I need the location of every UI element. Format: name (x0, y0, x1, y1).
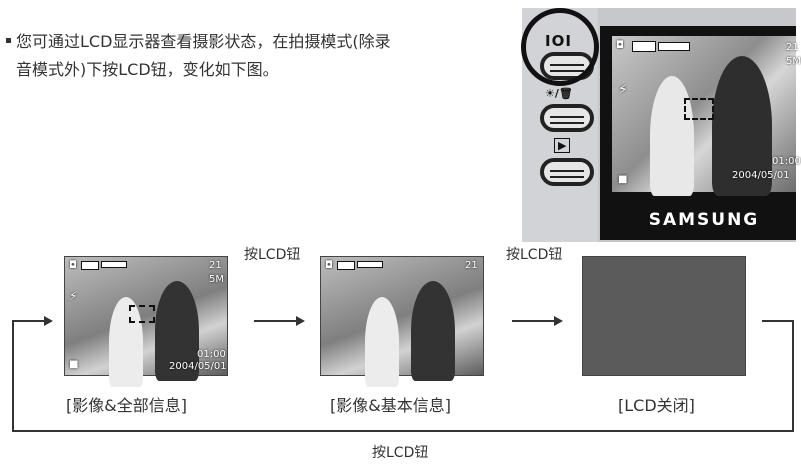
image-size: 5M (209, 274, 224, 285)
loop-line-bottom (12, 430, 794, 432)
image-size: 5M (786, 56, 801, 67)
camera-mode-icon: ◘ (616, 40, 624, 51)
flash-auto-icon: ⚡ (69, 289, 78, 303)
date-readout: 2004/05/01 (169, 361, 227, 372)
press-lcd-label-1: 按LCD钮 (244, 247, 301, 263)
bullet-marker (6, 38, 11, 43)
state-label-basic: [影像&基本信息] (330, 396, 451, 415)
state-label-off: [LCD关闭] (618, 396, 695, 415)
camera-mode-icon: ◘ (69, 260, 77, 271)
intro-line-1: 您可通过LCD显示器查看摄影状态，在拍摄模式(除录 (16, 32, 391, 51)
press-lcd-label-2: 按LCD钮 (506, 247, 563, 263)
bride-figure (650, 76, 694, 196)
arrow-line-1 (254, 320, 298, 322)
intro-text: 您可通过LCD显示器查看摄影状态，在拍摄模式(除录 音模式外)下按LCD钮，变化… (16, 28, 521, 84)
exposure-button[interactable] (540, 104, 594, 132)
arrowhead-2 (554, 316, 563, 326)
memory-bar-icon (101, 261, 127, 268)
loop-line-left-in (12, 320, 46, 322)
battery-icon (81, 261, 99, 270)
shot-count: 21 (465, 260, 478, 271)
play-button[interactable] (540, 158, 594, 186)
date-readout: 2004/05/01 (732, 170, 790, 181)
camera-mode-icon: ◘ (325, 260, 333, 271)
shooting-mode-icon: ■ (69, 359, 79, 370)
groom-figure (411, 281, 455, 381)
bride-figure (365, 297, 399, 387)
play-icon: ▶ (554, 138, 571, 153)
press-lcd-label-bottom: 按LCD钮 (372, 445, 429, 461)
groom-figure (155, 281, 199, 381)
battery-icon (337, 261, 355, 270)
highlight-circle (521, 8, 599, 86)
bride-figure (109, 297, 143, 387)
time-readout: 01:00 (197, 349, 226, 360)
battery-icon (632, 41, 656, 52)
focus-brackets (684, 98, 714, 120)
camera-lcd-screen: ◘ ⚡ 21 5M ■ 01:00 2004/05/01 (612, 36, 801, 196)
flash-auto-icon: ⚡ (618, 82, 628, 98)
loop-arrowhead (44, 316, 53, 326)
groom-figure (712, 56, 772, 196)
thumb-full-info: ◘ ⚡ 21 5M ■ 01:00 2004/05/01 (64, 256, 228, 387)
arrow-line-2 (512, 320, 556, 322)
arrowhead-1 (296, 316, 305, 326)
memory-bar-icon (658, 42, 690, 51)
memory-bar-icon (357, 261, 383, 268)
shot-count: 21 (209, 260, 222, 271)
thumb-lcd-off (582, 256, 746, 376)
loop-line-right-out (762, 320, 794, 322)
thumb-basic-info: ◘ 21 (320, 256, 484, 387)
exposure-delete-icon: ☀/🗑 (545, 87, 573, 100)
loop-line-left-up (12, 320, 14, 432)
intro-line-2: 音模式外)下按LCD钮，变化如下图。 (16, 60, 279, 79)
shooting-mode-icon: ■ (618, 174, 628, 185)
time-readout: 01:00 (772, 156, 801, 167)
focus-brackets (129, 305, 155, 323)
shot-count: 21 (786, 42, 799, 53)
loop-line-right-down (792, 320, 794, 432)
brand-logo: SAMSUNG (648, 210, 760, 230)
state-label-full: [影像&全部信息] (66, 396, 187, 415)
